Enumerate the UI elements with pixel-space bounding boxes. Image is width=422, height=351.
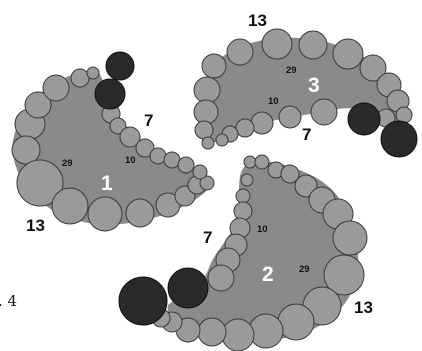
- grey-circle: [198, 318, 226, 346]
- grey-circle: [222, 319, 254, 351]
- cluster-3-number: 3: [308, 74, 320, 97]
- dark-circle: [168, 268, 208, 308]
- grey-circle: [126, 199, 154, 227]
- dark-circle: [106, 52, 134, 80]
- cluster-1-small-count: 10: [125, 155, 136, 166]
- grey-circle: [234, 202, 252, 220]
- grey-circle: [150, 148, 166, 164]
- grey-circle: [244, 156, 256, 168]
- cluster-3-small-count: 10: [268, 96, 279, 107]
- grey-circle: [255, 155, 269, 169]
- grey-circle: [194, 77, 220, 103]
- grey-circle: [202, 54, 226, 78]
- grey-circle: [262, 29, 292, 59]
- grey-circle: [193, 165, 207, 179]
- cluster-1-inner-count: 7: [144, 111, 153, 130]
- grey-circle: [333, 39, 363, 69]
- cluster-3-outer-count: 13: [248, 11, 267, 30]
- dark-circle: [95, 79, 125, 109]
- cluster-2-number: 2: [262, 263, 274, 286]
- grey-circle: [227, 39, 253, 65]
- cluster-1-mid-count: 29: [62, 158, 73, 169]
- grey-circle: [249, 314, 283, 348]
- dark-circle: [348, 103, 380, 135]
- grey-circle: [333, 221, 367, 255]
- grey-circle: [87, 67, 99, 79]
- grey-circle: [311, 99, 337, 125]
- grey-circle: [208, 265, 234, 291]
- cluster-3-mid-count: 29: [286, 65, 297, 76]
- grey-circle: [251, 112, 273, 134]
- dark-circle: [381, 121, 417, 157]
- grey-circle: [194, 100, 218, 124]
- grey-circle: [71, 69, 89, 87]
- grey-circle: [216, 134, 228, 146]
- cluster-3-inner-count: 7: [302, 125, 311, 144]
- grey-circle: [299, 31, 327, 59]
- cluster-2-mid-count: 29: [299, 264, 310, 275]
- cluster-1-outer-count: 13: [26, 216, 45, 235]
- grey-circle: [236, 119, 254, 137]
- cluster-1-number: 1: [101, 172, 113, 195]
- grey-circle: [12, 136, 40, 164]
- grey-circle: [52, 188, 88, 224]
- grey-circle: [236, 189, 250, 203]
- figure-caption: . 4: [0, 292, 17, 310]
- dark-circle: [119, 277, 167, 325]
- grey-circle: [279, 106, 301, 128]
- grey-circle: [88, 197, 122, 231]
- grey-circle: [43, 75, 69, 101]
- cluster-2-small-count: 10: [257, 224, 268, 235]
- grey-circle: [178, 157, 194, 173]
- cluster-2-outer-count: 13: [354, 298, 373, 317]
- grey-circle: [195, 121, 213, 139]
- cluster-2-inner-count: 7: [203, 228, 212, 247]
- grey-circle: [202, 137, 214, 149]
- grey-circle: [278, 304, 314, 340]
- grey-circle: [241, 174, 253, 186]
